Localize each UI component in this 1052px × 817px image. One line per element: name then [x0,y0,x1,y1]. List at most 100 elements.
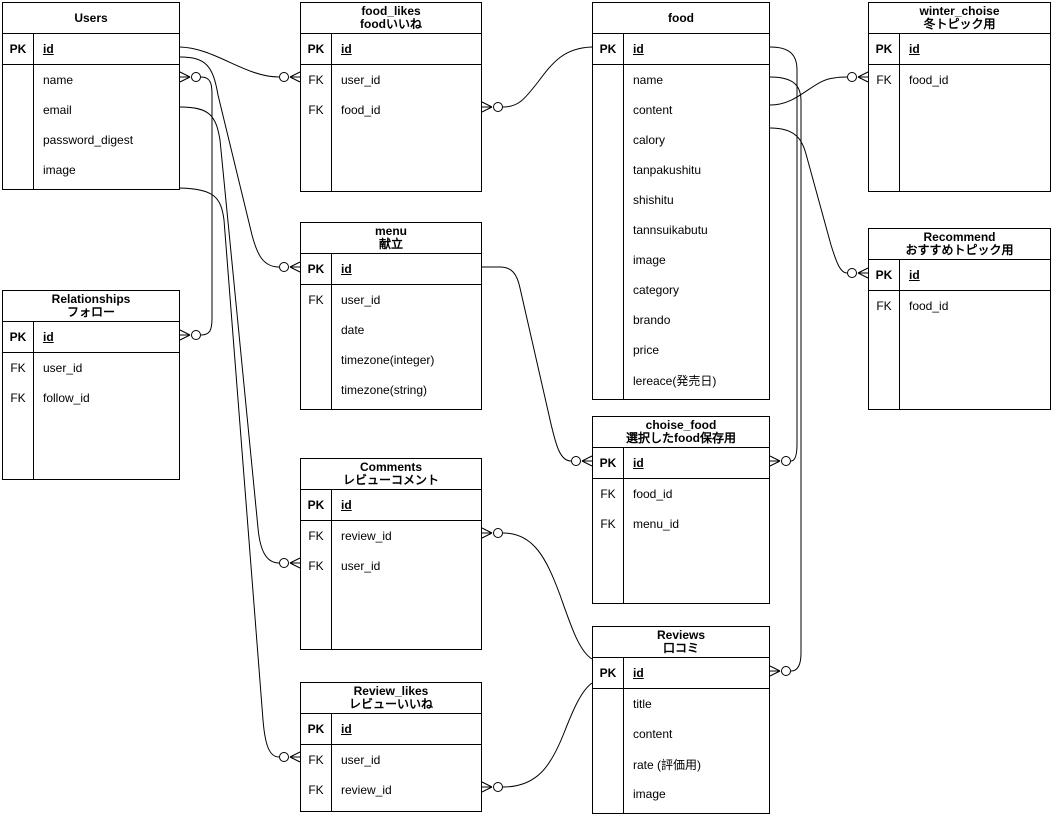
field-row-food_id: FK food_id [593,479,769,509]
crow-foot-marker [289,557,301,569]
field-name: id [909,42,920,56]
key-column-divider [899,34,900,191]
connector-line [200,76,213,336]
zero-circle-marker [493,528,503,538]
key-label: PK [307,262,325,276]
connection-users-comments [179,106,301,569]
field-name: food_id [633,487,673,501]
field-row-id: PK id [301,254,481,285]
connection-food-winter_choise [769,71,869,106]
field-name: rate (評価用) [633,757,702,772]
table-title-line: 冬トピック用 [923,17,996,31]
field-name: date [341,323,365,337]
key-label: PK [9,42,27,56]
zero-circle-marker [191,72,201,82]
field-name: id [633,456,644,470]
field-name: food_id [909,299,949,313]
crow-foot-marker [481,527,493,539]
field-row-brando: brando [593,305,769,335]
field-name: name [633,73,664,87]
field-row-content: content [593,95,769,125]
key-label: FK [876,73,892,87]
key-label: PK [307,722,325,736]
table-title-line: レビューコメント [342,473,439,487]
key-label: FK [308,529,324,543]
field-row-image: image [3,155,179,185]
field-row-tanpakushitu: tanpakushitu [593,155,769,185]
field-name: shishitu [633,193,674,207]
field-name: calory [633,133,666,147]
field-name: brando [633,313,671,327]
table-title-line: choise_food [645,418,717,432]
field-name: id [341,262,352,276]
field-name: user_id [341,293,381,307]
field-name: price [633,343,660,357]
table-title-line: 口コミ [662,641,699,655]
field-name: user_id [43,361,83,375]
connector-line [179,46,280,78]
field-name: user_id [341,753,381,767]
connector-line [179,187,280,758]
zero-circle-marker [191,330,201,340]
table-title-line: レビューいいね [348,697,433,711]
field-row-name: name [593,65,769,95]
zero-circle-marker [781,666,791,676]
connector-line [179,106,280,564]
field-row-rate: rate (評価用) [593,749,769,779]
key-label: FK [308,783,324,797]
field-name: tanpakushitu [633,163,702,177]
key-label: PK [307,498,325,512]
connector-line [769,46,798,462]
key-label: FK [308,559,324,573]
key-column-divider [331,714,332,811]
field-row-timezonestring: timezone(string) [301,375,481,405]
field-name: name [43,73,74,87]
field-name: id [43,330,54,344]
connection-menu-choise_food [482,266,593,467]
field-name: email [43,103,72,117]
field-name: image [633,787,666,801]
key-label: FK [10,391,26,405]
crow-foot-marker [289,261,301,273]
field-row-date: date [301,315,481,345]
zero-circle-marker [847,268,857,278]
key-column-divider [331,490,332,649]
field-name: title [633,697,652,711]
field-row-id: PK id [3,34,179,65]
table-title-line: フォロー [66,305,115,319]
field-row-lereace: lereace(発売日) [593,365,769,395]
field-name: id [43,42,54,56]
key-label: PK [307,42,325,56]
field-row-shishitu: shishitu [593,185,769,215]
connector-line [482,266,572,462]
field-name: content [633,727,673,741]
connection-food-food_likes [481,46,593,113]
key-label: PK [875,42,893,56]
key-column-divider [899,260,900,409]
key-label: FK [600,487,616,501]
zero-circle-marker [279,72,289,82]
crow-foot-marker [481,101,493,113]
table-title-line: 献立 [378,237,403,251]
field-name: food_id [909,73,949,87]
